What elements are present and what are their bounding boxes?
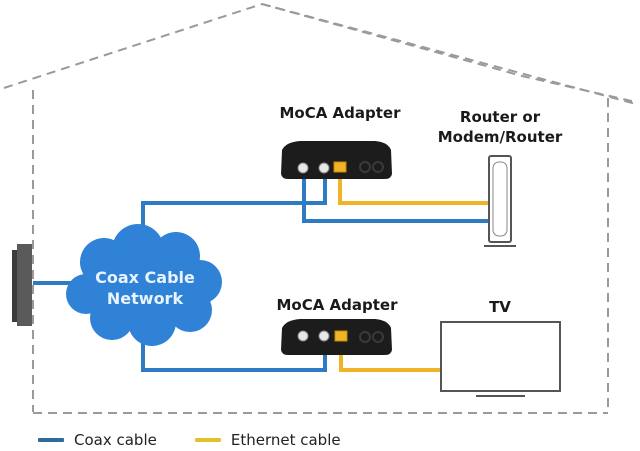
power-port-icon (359, 161, 371, 173)
ethernet-port-icon (333, 161, 347, 173)
moca-adapter-bottom (281, 319, 392, 355)
coax-cables (33, 172, 489, 372)
ethernet-cables (338, 172, 489, 372)
coax-top-adapter-to-router (302, 172, 489, 223)
router-label-line1: Router or (459, 108, 541, 126)
legend-label-ethernet: Ethernet cable (230, 431, 341, 449)
router-icon (484, 155, 516, 247)
moca-adapter-top-label: MoCA Adapter (279, 104, 401, 122)
coax-cloud-to-bottom-adapter (141, 340, 327, 372)
house-outline (3, 2, 637, 414)
moca-adapter-top (281, 141, 392, 179)
cloud-label-line1: Coax Cable (95, 268, 195, 287)
house-roof (3, 2, 637, 103)
coax-port-icon (297, 330, 309, 342)
power-port-icon (359, 331, 371, 343)
ethernet-bottom-adapter-to-tv (339, 348, 442, 372)
coax-swatch-icon (38, 438, 64, 442)
ethernet-top-adapter-to-router (338, 172, 489, 205)
cloud-icon (66, 224, 222, 346)
coax-port-icon (297, 162, 309, 174)
house-roof-right (261, 3, 637, 105)
moca-adapter-bottom-label: MoCA Adapter (276, 296, 398, 314)
cloud-label-line2: Network (106, 289, 184, 308)
legend: Coax cable Ethernet cable (38, 430, 379, 450)
coax-port-icon (318, 330, 330, 342)
legend-item-coax: Coax cable (38, 431, 157, 449)
ethernet-swatch-icon (194, 438, 221, 442)
coax-wall-outlet-icon (12, 244, 32, 326)
tv-label: TV (489, 298, 511, 316)
tv-icon (440, 321, 561, 397)
legend-item-ethernet: Ethernet cable (194, 431, 341, 449)
coax-port-icon (318, 162, 330, 174)
coax-cloud-to-top-adapter (141, 172, 327, 244)
ethernet-port-icon (334, 330, 348, 342)
router-label-line2: Modem/Router (437, 128, 563, 146)
legend-label-coax: Coax cable (74, 431, 157, 449)
